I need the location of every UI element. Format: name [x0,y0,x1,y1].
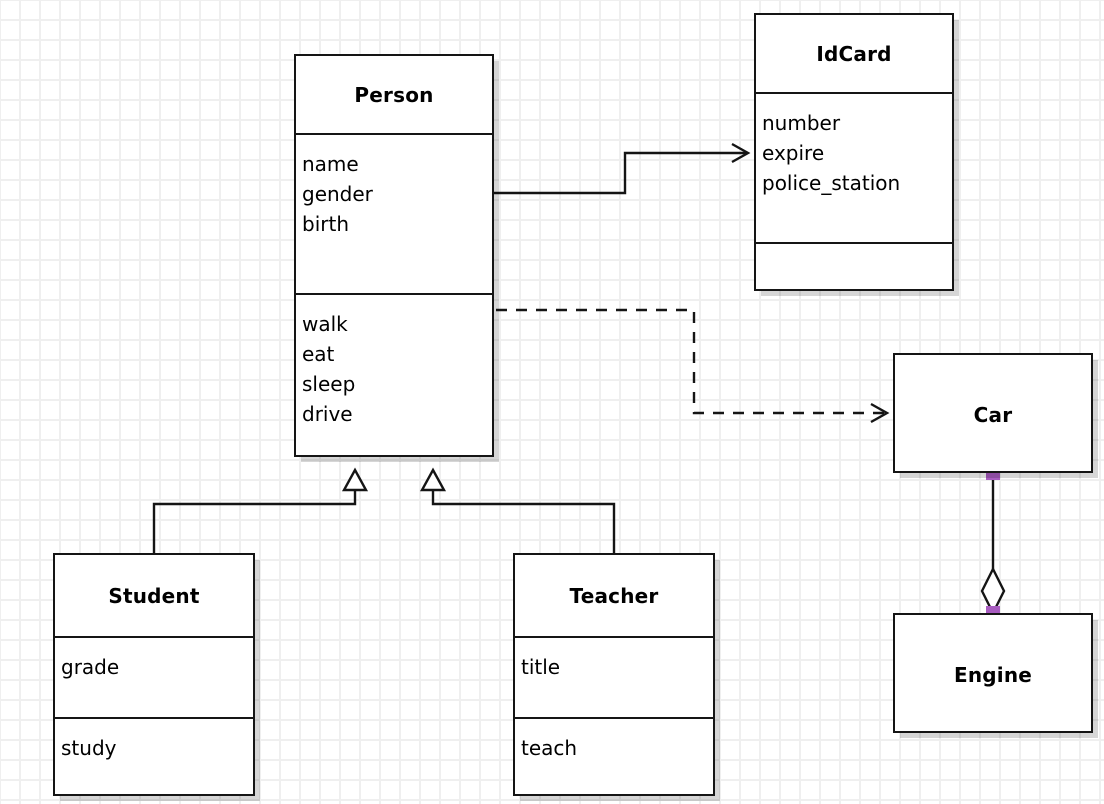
attribute-item: gender [302,182,373,206]
uml-class-teacher[interactable]: Teacher title teach [513,553,715,796]
class-attributes-teacher: title [515,636,713,717]
uml-class-car[interactable]: Car [893,353,1093,473]
class-title-student: Student [108,583,200,608]
attribute-item: title [521,655,561,679]
method-item: eat [302,342,335,366]
method-item: sleep [302,372,356,396]
method-item: teach [521,736,578,760]
class-methods-student: study [55,717,253,794]
attribute-item: name [302,152,359,176]
class-methods-person: walk eat sleep drive [296,293,492,455]
method-item: study [61,736,117,760]
attribute-item: police_station [762,171,901,195]
class-attributes-student: grade [55,636,253,717]
class-attributes-idcard: number expire police_station [756,92,952,242]
relationship-person-car[interactable] [496,308,890,424]
class-title-person: Person [354,82,434,107]
relationship-car-engine[interactable] [980,466,1006,620]
edge-line [152,488,357,553]
class-title-idcard: IdCard [816,41,892,66]
class-title-car: Car [973,403,1013,427]
attribute-item: birth [302,212,349,236]
uml-class-person[interactable]: Person name gender birth walk eat sleep drive [294,54,494,457]
relationship-teacher-person[interactable] [419,467,616,553]
method-item: walk [302,312,348,336]
edge-line [494,151,748,195]
hollow-diamond-arrowhead [980,566,1006,616]
hollow-triangle-arrowhead [341,467,369,492]
hollow-triangle-arrowhead [419,467,447,492]
relationship-student-person[interactable] [152,467,369,553]
attribute-item: number [762,111,841,135]
attribute-item: grade [61,655,120,679]
method-item: drive [302,402,353,426]
edge-line [496,308,887,415]
uml-class-idcard[interactable]: IdCard number expire police_station [754,13,954,291]
class-methods-teacher: teach [515,717,713,794]
uml-class-engine[interactable]: Engine [893,613,1093,733]
attribute-item: expire [762,141,825,165]
relationship-person-idcard[interactable] [494,142,751,195]
open-arrowhead [731,142,751,164]
class-title-teacher: Teacher [569,583,659,608]
class-attributes-person: name gender birth [296,133,492,293]
edge-line [431,488,616,553]
uml-class-student[interactable]: Student grade study [53,553,255,796]
class-methods-idcard [756,242,952,289]
open-arrowhead [870,402,890,424]
class-title-engine: Engine [953,663,1033,687]
